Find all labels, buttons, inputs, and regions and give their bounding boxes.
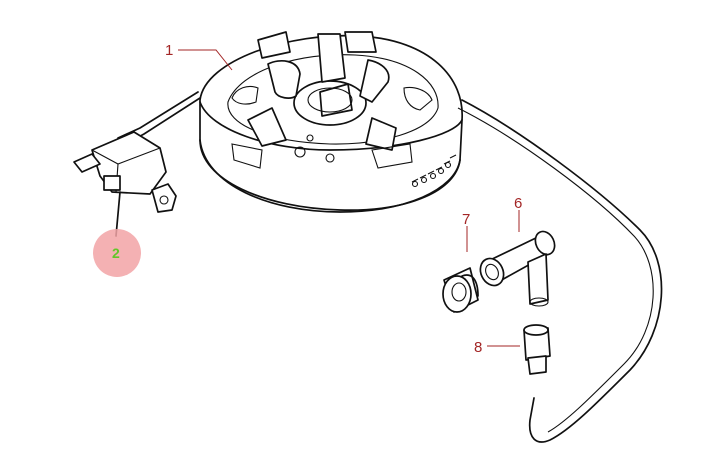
ignition-coil (73, 91, 201, 237)
grommet (442, 267, 479, 313)
highlight-circle (93, 229, 141, 277)
callout-2[interactable]: 2 (112, 245, 120, 261)
terminal-connector (523, 324, 551, 375)
callout-1[interactable]: 1 (165, 42, 173, 59)
leader-1 (178, 49, 233, 71)
flywheel-rotor (199, 31, 463, 213)
callout-6[interactable]: 6 (514, 195, 522, 212)
plug-cap (479, 230, 556, 307)
callout-8[interactable]: 8 (474, 339, 482, 356)
lead-wire (461, 99, 663, 443)
callout-7[interactable]: 7 (462, 211, 470, 228)
